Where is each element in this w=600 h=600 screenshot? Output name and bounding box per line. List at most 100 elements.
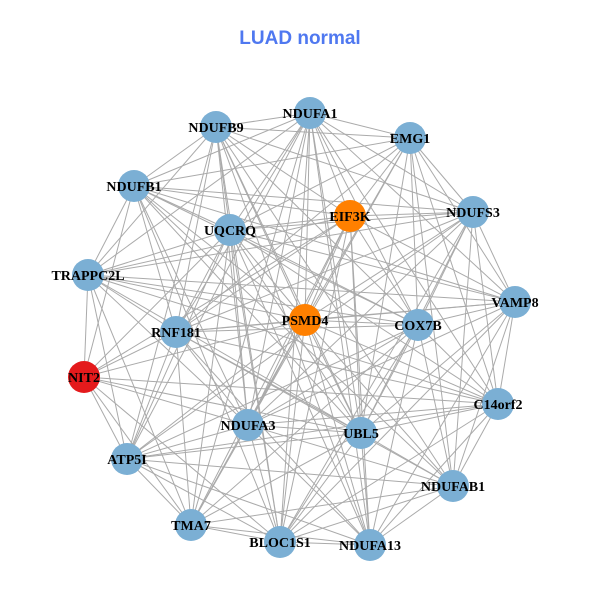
edge-COX7B-NDUFAB1 (417, 324, 454, 487)
node-label: NDUFA1 (283, 107, 338, 122)
edge-ATP5I-NDUFA13 (126, 458, 371, 546)
edge-UBL5-ATP5I (126, 432, 362, 460)
edge-TRAPPC2L-TMA7 (87, 274, 192, 526)
edge-NDUFA1-NDUFB1 (133, 112, 311, 187)
node-UQCRQ: UQCRQ (204, 214, 256, 246)
node-circle (111, 443, 143, 475)
edge-COX7B-NDUFA3 (247, 324, 419, 426)
edge-NDUFA3-UBL5 (247, 424, 362, 434)
edge-NDUFB9-NDUFA3 (215, 126, 249, 426)
edge-C14orf2-ATP5I (126, 403, 499, 460)
node-label: PSMD4 (282, 314, 329, 329)
edge-NDUFA1-NDUFA13 (309, 112, 371, 546)
edge-EMG1-COX7B (409, 137, 419, 326)
edge-EMG1-NDUFB1 (133, 137, 411, 187)
edge-UQCRQ-EIF3K (229, 215, 351, 231)
edge-TRAPPC2L-NDUFA3 (87, 274, 249, 426)
edge-UQCRQ-NIT2 (83, 229, 231, 378)
node-label: RNF181 (151, 326, 201, 341)
node-label: TMA7 (171, 519, 211, 534)
edge-RNF181-NDUFA13 (175, 331, 371, 546)
edge-TRAPPC2L-UBL5 (87, 274, 362, 434)
node-circle (437, 470, 469, 502)
edge-NDUFA1-UQCRQ (229, 112, 311, 231)
edge-UQCRQ-RNF181 (175, 229, 231, 333)
node-NDUFS3: NDUFS3 (446, 196, 500, 228)
edge-NDUFS3-NDUFAB1 (452, 211, 474, 487)
edge-NDUFB1-EIF3K (133, 185, 351, 217)
edge-NDUFA3-NDUFA13 (247, 424, 371, 546)
edge-PSMD4-COX7B (304, 319, 419, 326)
node-BLOC1S1: BLOC1S1 (249, 526, 311, 558)
edge-NDUFB1-COX7B (133, 185, 419, 326)
edge-VAMP8-NDUFA13 (369, 301, 516, 546)
node-label: NDUFA3 (221, 419, 276, 434)
edge-TRAPPC2L-PSMD4 (87, 274, 306, 321)
node-circle (289, 304, 321, 336)
node-circle (214, 214, 246, 246)
node-circle (160, 316, 192, 348)
edge-NDUFB9-RNF181 (175, 126, 217, 333)
node-NDUFA13: NDUFA13 (339, 529, 401, 561)
edge-UQCRQ-BLOC1S1 (229, 229, 281, 543)
node-PSMD4: PSMD4 (282, 304, 329, 336)
edge-EMG1-UQCRQ (229, 137, 411, 231)
node-circle (499, 286, 531, 318)
node-circle (354, 529, 386, 561)
edge-NDUFS3-VAMP8 (472, 211, 516, 303)
edge-TRAPPC2L-C14orf2 (87, 274, 499, 405)
node-UBL5: UBL5 (343, 417, 379, 449)
edge-TRAPPC2L-COX7B (87, 274, 419, 326)
edge-EMG1-C14orf2 (409, 137, 499, 405)
edge-NDUFS3-C14orf2 (472, 211, 499, 405)
edge-UQCRQ-COX7B (229, 229, 419, 326)
node-circle (394, 122, 426, 154)
edge-RNF181-NIT2 (83, 331, 177, 378)
edge-VAMP8-NDUFA3 (247, 301, 516, 426)
node-TRAPPC2L: TRAPPC2L (51, 259, 125, 291)
edge-NDUFB1-RNF181 (133, 185, 177, 333)
edge-UBL5-NDUFA13 (360, 432, 371, 546)
edge-NIT2-C14orf2 (83, 376, 499, 405)
edge-NDUFA1-ATP5I (126, 112, 311, 460)
edge-NDUFB9-UBL5 (215, 126, 362, 434)
edge-EIF3K-RNF181 (175, 215, 351, 333)
edge-NDUFB1-BLOC1S1 (133, 185, 281, 543)
edge-COX7B-ATP5I (126, 324, 419, 460)
node-circle (334, 200, 366, 232)
edge-NDUFAB1-NDUFA13 (369, 485, 454, 546)
edge-ATP5I-BLOC1S1 (126, 458, 281, 543)
node-NDUFB1: NDUFB1 (106, 170, 162, 202)
node-NIT2: NIT2 (68, 361, 100, 393)
node-C14orf2: C14orf2 (474, 388, 523, 420)
edge-NDUFAB1-TMA7 (190, 485, 454, 526)
edge-NDUFA3-NDUFAB1 (247, 424, 454, 487)
edge-NDUFS3-RNF181 (175, 211, 474, 333)
node-label: UQCRQ (204, 224, 256, 239)
edge-NDUFS3-TRAPPC2L (87, 211, 474, 276)
edge-VAMP8-COX7B (417, 301, 516, 326)
node-label: NIT2 (68, 371, 100, 386)
edge-EMG1-UBL5 (360, 137, 411, 434)
edge-EIF3K-BLOC1S1 (279, 215, 351, 543)
node-circle (457, 196, 489, 228)
edge-RNF181-NDUFAB1 (175, 331, 454, 487)
edge-COX7B-TMA7 (190, 324, 419, 526)
edge-NDUFA3-TMA7 (190, 424, 249, 526)
node-label: VAMP8 (491, 296, 538, 311)
edge-UQCRQ-VAMP8 (229, 229, 516, 303)
node-circle (232, 409, 264, 441)
edge-NDUFB9-EMG1 (215, 126, 411, 139)
edge-NDUFA1-NDUFA3 (247, 112, 311, 426)
edge-NDUFB9-NDUFB1 (133, 126, 217, 187)
edge-COX7B-C14orf2 (417, 324, 499, 405)
edge-C14orf2-NDUFA3 (247, 403, 499, 426)
edge-NDUFA3-ATP5I (126, 424, 249, 460)
edge-NDUFB1-VAMP8 (133, 185, 516, 303)
edge-NDUFA1-C14orf2 (309, 112, 499, 405)
node-EMG1: EMG1 (390, 122, 430, 154)
edge-NDUFB9-ATP5I (126, 126, 217, 460)
edge-PSMD4-NDUFAB1 (304, 319, 454, 487)
edge-TRAPPC2L-VAMP8 (87, 274, 516, 303)
